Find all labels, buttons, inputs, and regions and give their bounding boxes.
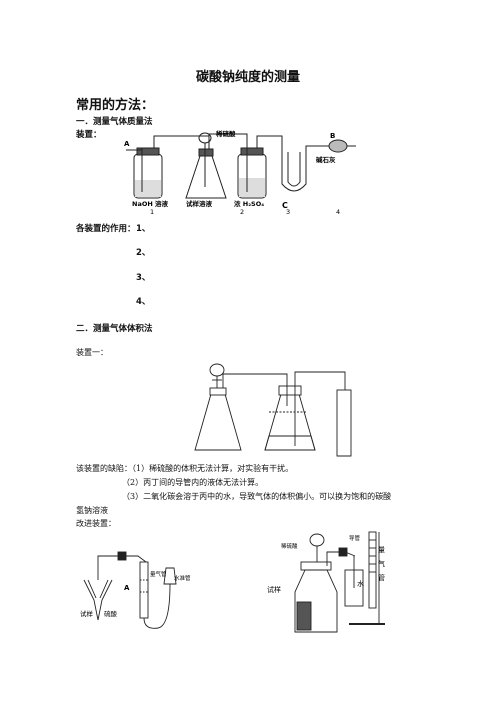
right-gauge-3: 管 <box>378 573 385 582</box>
left-sample-label: 试样 <box>80 609 94 618</box>
left-tube-label: 量气管 <box>150 570 167 578</box>
roles-label: 各装置的作用： <box>76 224 136 234</box>
defect-2: （2）丙丁间的导管内的液体无法计算。 <box>122 478 264 487</box>
page-title: 碳酸钠纯度的测量 <box>195 70 300 85</box>
left-a-label: A <box>124 584 130 592</box>
device1-label: 装置一： <box>76 348 108 357</box>
right-water-label: 水 <box>357 579 364 588</box>
role-2: 2、 <box>136 248 151 258</box>
label-soda-lime: 碱石灰 <box>316 155 336 164</box>
section1-heading: 一．测量气体质量法 <box>76 117 153 127</box>
improved-label: 改进装置： <box>76 519 116 528</box>
defect-3: （3）二氧化碳会溶于丙中的水，导致气体的体积偏小。可以换为饱和的碳酸 <box>122 492 392 501</box>
section1-device-label: 装置： <box>76 130 102 140</box>
role-4: 4、 <box>136 297 151 307</box>
role-3: 3、 <box>136 273 151 283</box>
label-c: C <box>282 201 288 210</box>
left-acid-label: 硫酸 <box>104 609 118 618</box>
right-sample-label: 试样 <box>267 585 281 594</box>
common-methods-heading: 常用的方法： <box>76 98 155 113</box>
label-num-2: 2 <box>240 208 244 216</box>
mass-method-apparatus: A B C 稀硫酸 碱石灰 NaOH 溶液 试样溶液 浓 H₂SO₄ 1 2 3… <box>124 129 356 216</box>
left-funnel-label: 水准管 <box>174 574 191 582</box>
label-naoh: NaOH 溶液 <box>132 199 169 208</box>
label-sample-solution: 试样溶液 <box>186 199 213 208</box>
role-1: 1、 <box>136 224 151 234</box>
right-acid-label: 稀硫酸 <box>281 542 298 550</box>
improved-apparatus-left: 试样 硫酸 A 量气管 水准管 <box>80 551 191 629</box>
defect-4: 氢钠溶液 <box>76 506 108 515</box>
label-a: A <box>124 140 130 148</box>
label-num-4: 4 <box>336 208 340 216</box>
label-b: B <box>330 132 335 140</box>
label-num-3: 3 <box>286 208 290 216</box>
right-gauge-1: 量 <box>378 546 385 554</box>
section2-heading: 二．测量气体体积法 <box>76 324 153 334</box>
label-num-1: 1 <box>150 208 154 216</box>
right-gauge-2: 气 <box>378 559 385 568</box>
improved-apparatus-right: 稀硫酸 导管 量 气 管 水 试样 <box>267 531 385 633</box>
label-h2so4: 浓 H₂SO₄ <box>234 199 264 208</box>
label-dilute-acid: 稀硫酸 <box>216 129 236 138</box>
right-tube-text: 导管 <box>349 534 361 542</box>
defect-1: 该装置的缺陷：（1）稀硫酸的体积无法计算，对实验有干扰。 <box>76 464 294 473</box>
volume-method-apparatus <box>194 363 352 457</box>
